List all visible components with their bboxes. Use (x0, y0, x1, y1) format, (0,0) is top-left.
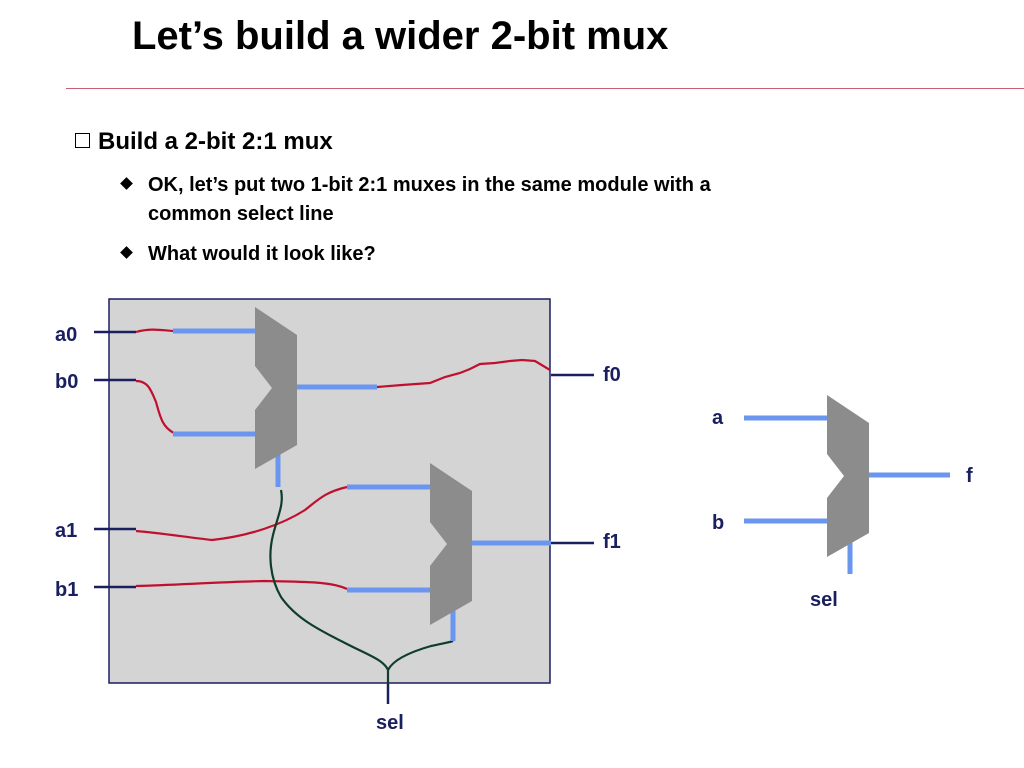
label-f0: f0 (603, 364, 621, 386)
label-a1: a1 (55, 520, 77, 542)
label-single-sel: sel (810, 589, 838, 611)
module-buses (173, 328, 551, 641)
subbullet-2-text: What would it look like? (148, 243, 376, 265)
sel-wires (269, 489, 454, 684)
title-divider (66, 88, 1024, 89)
square-bullet-icon (75, 133, 90, 148)
subbullet-1-line-2: common select line (148, 203, 334, 225)
wire-sel1 (387, 639, 454, 671)
slide-title: Let’s build a wider 2-bit mux (132, 14, 669, 58)
subbullet-1-line-1: OK, let’s put two 1-bit 2:1 muxes in the… (148, 174, 711, 196)
label-sel: sel (376, 712, 404, 734)
label-single-a: a (712, 407, 724, 429)
wire-a0 (135, 328, 175, 334)
wire-b1 (135, 579, 348, 591)
mux-0 (255, 307, 297, 469)
label-b1: b1 (55, 579, 78, 601)
module-box (108, 298, 551, 684)
mux-1 (430, 463, 472, 625)
wire-sel0 (269, 489, 390, 684)
wire-b0 (135, 379, 175, 434)
wire-f0 (376, 358, 551, 389)
label-b0: b0 (55, 371, 78, 393)
mux-single (827, 395, 869, 557)
label-single-f: f (966, 465, 973, 487)
bullet-text: Build a 2-bit 2:1 mux (98, 128, 333, 155)
label-f1: f1 (603, 531, 621, 553)
bullet-level-1: Build a 2-bit 2:1 mux (75, 128, 333, 156)
module-pins (94, 330, 594, 704)
wire-a1 (135, 485, 348, 542)
single-mux-example: a b f sel (712, 395, 973, 611)
label-single-b: b (712, 512, 724, 534)
label-a0: a0 (55, 324, 77, 346)
internal-wires (135, 328, 551, 591)
